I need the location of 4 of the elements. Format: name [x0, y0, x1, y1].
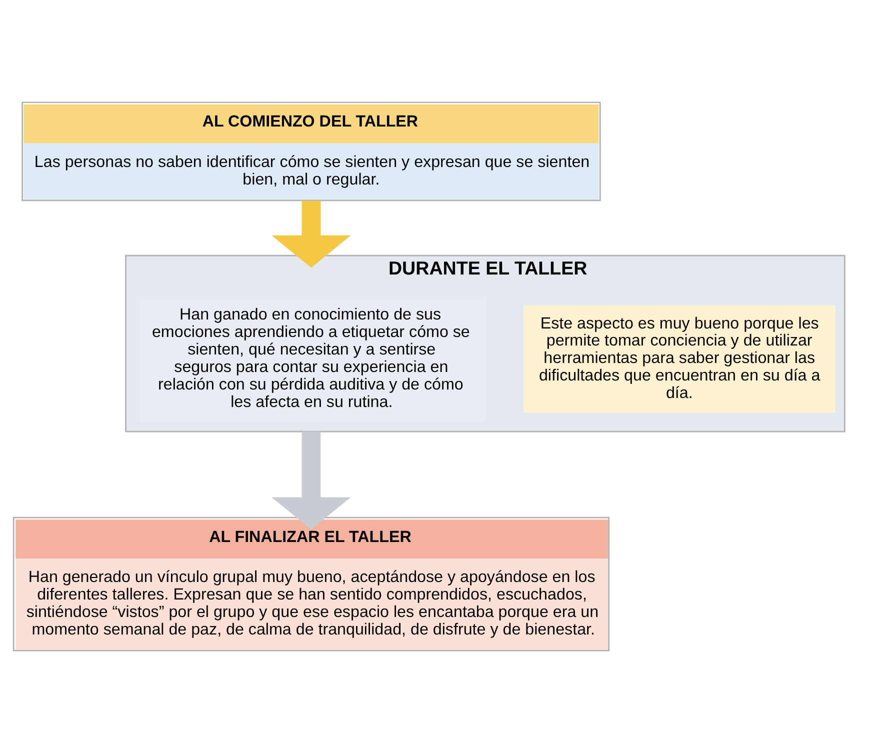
arrow [272, 200, 351, 268]
node-box: Este aspecto es muy bueno porque les permite tomar conciencia y de utilizar herramientas para saber gestionar las dificultades que encuentran en su día a día. [524, 304, 836, 412]
node-text: Han ganado en conocimiento de sus emociones aprendiendo a etiquetar cómo se sienten, qué necesitan y a sentirse seguros para contar su experiencia en relación con su pérdida auditiva y de cómo les afecta en su rutina. [152, 305, 470, 410]
arrow [272, 431, 351, 530]
